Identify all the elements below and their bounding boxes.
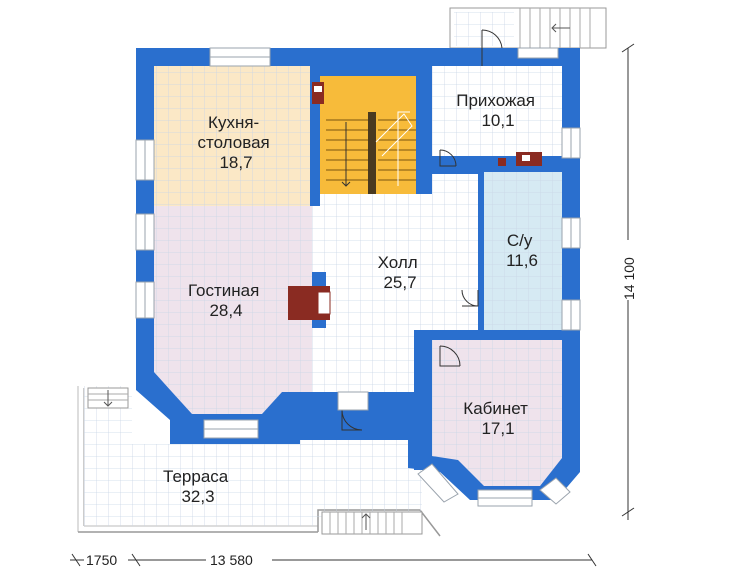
terrace-label: Терраса 32,3 [163, 467, 233, 506]
dimension-labels: 1750 13 580 14 100 [84, 240, 637, 568]
interior-walls [310, 66, 562, 470]
living-label: Гостиная 28,4 [188, 281, 264, 320]
office-label: Кабинет 17,1 [463, 399, 532, 438]
windows [135, 47, 581, 507]
bathroom-label: С/у 11,6 [506, 231, 538, 270]
entrance-label: Прихожая 10,1 [456, 91, 540, 130]
dim-width-left: 1750 [86, 552, 117, 568]
room-labels: Кухня- столовая 18,7 Прихожая 10,1 С/у 1… [163, 91, 540, 506]
hall-label: Холл 25,7 [378, 253, 423, 292]
dim-width-main: 13 580 [210, 552, 253, 568]
dim-height: 14 100 [621, 257, 637, 300]
entrance-steps [449, 7, 607, 49]
doors [337, 29, 503, 431]
fireplace [288, 82, 542, 320]
rooms [154, 66, 562, 486]
kitchen-label: Кухня- столовая 18,7 [198, 113, 275, 172]
stair-steps [326, 111, 416, 194]
